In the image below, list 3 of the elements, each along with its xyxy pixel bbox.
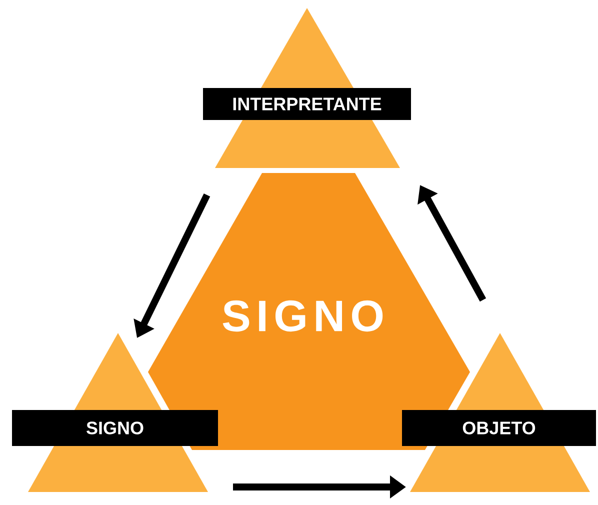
label-box: OBJETO: [402, 410, 596, 446]
label-box: SIGNO: [12, 410, 218, 446]
label-box: INTERPRETANTE: [203, 88, 411, 120]
